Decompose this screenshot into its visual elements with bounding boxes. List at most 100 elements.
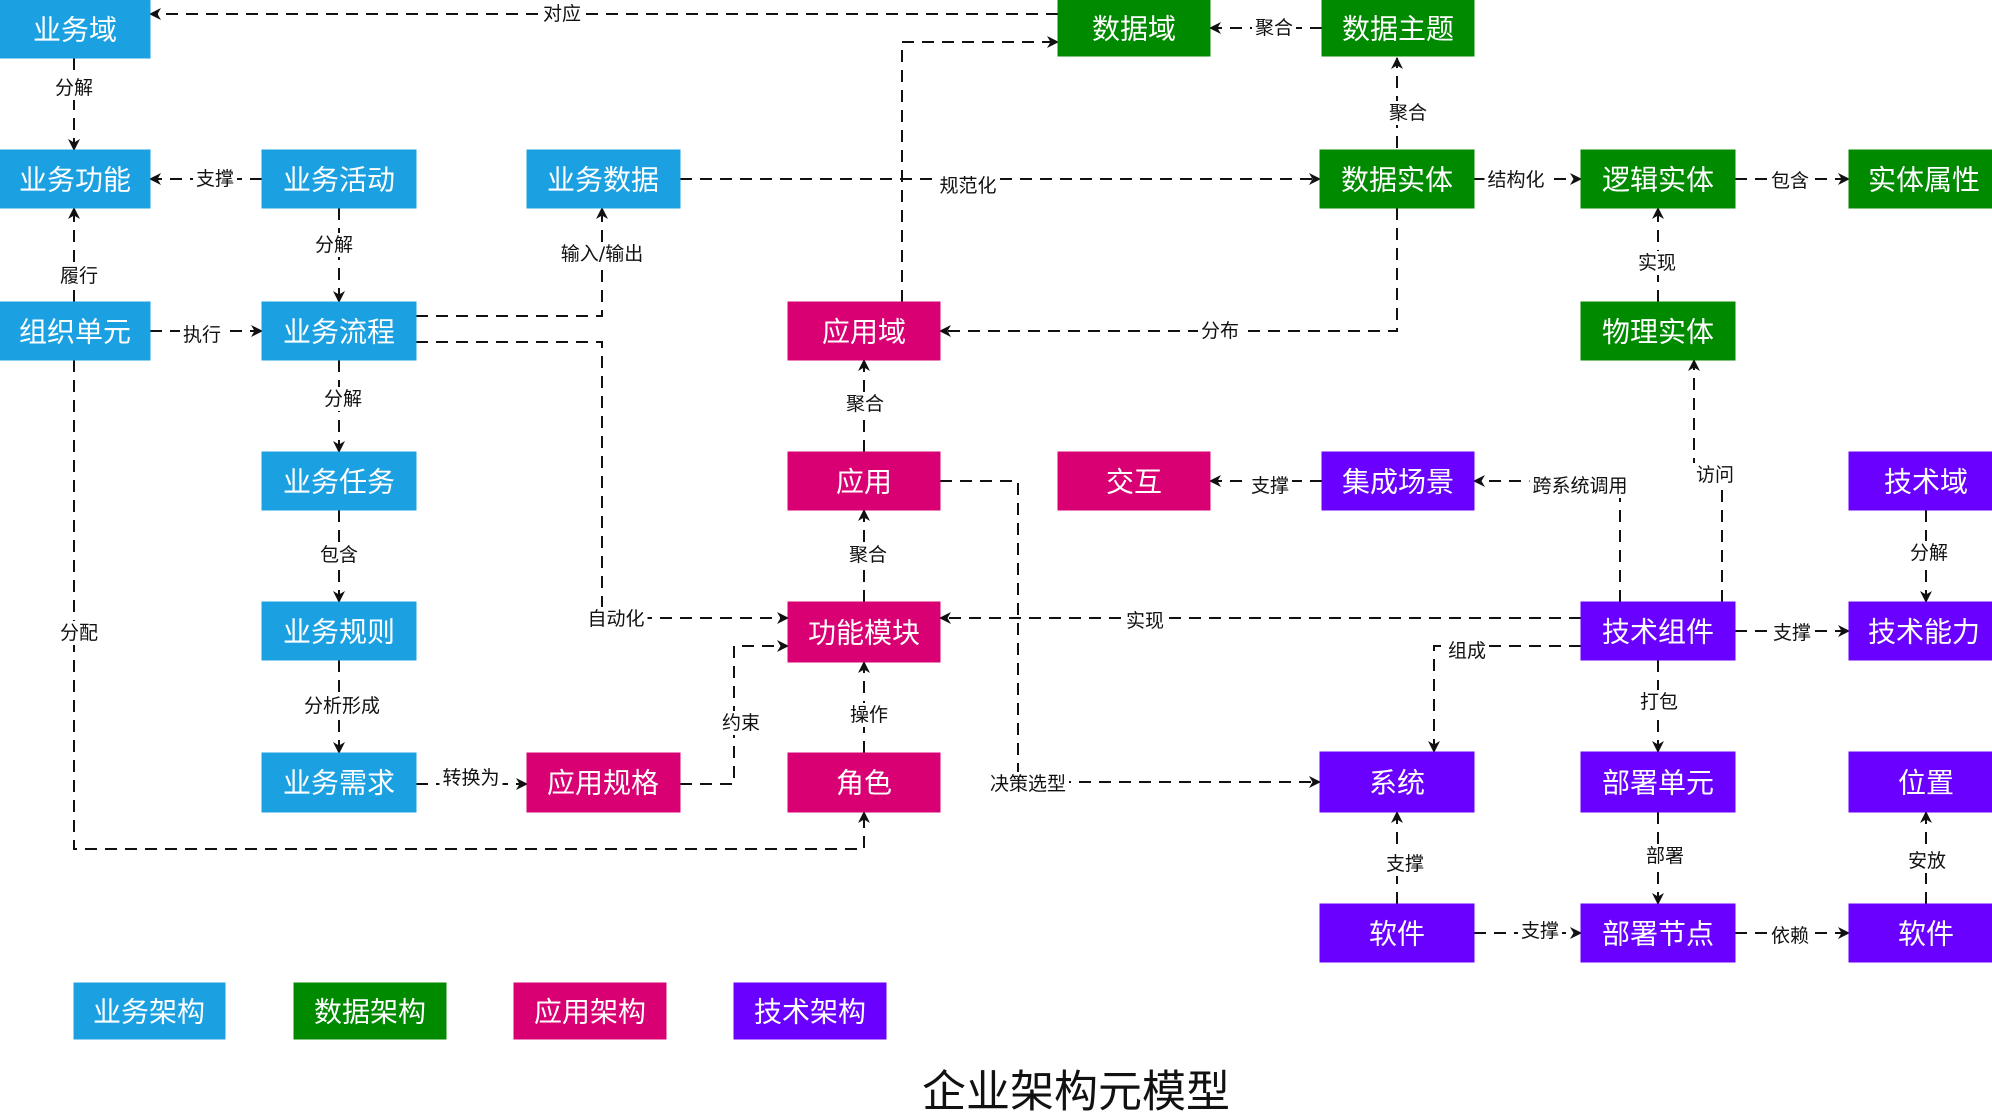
edge-label-support-interaction: 支撑 — [1251, 475, 1289, 497]
edge-compose — [1428, 645, 1581, 753]
node-logical-entity[interactable]: 逻辑实体 — [1580, 149, 1736, 209]
node-software-b[interactable]: 软件 — [1848, 903, 1992, 963]
legend-label: 数据架构 — [314, 996, 426, 1029]
edge-label-backdrop — [1484, 168, 1548, 192]
node-biz-task[interactable]: 业务任务 — [261, 451, 417, 511]
legend-swatch — [73, 982, 226, 1040]
node-box — [261, 149, 417, 209]
edge-distribute — [939, 208, 1398, 337]
edge-label-backdrop — [1197, 319, 1243, 343]
edge-allocate — [73, 360, 870, 850]
node-app-spec[interactable]: 应用规格 — [526, 752, 681, 813]
node-biz-data[interactable]: 业务数据 — [526, 149, 681, 209]
edge-label-backdrop — [539, 2, 585, 26]
legend-label: 业务架构 — [93, 996, 205, 1029]
edge-label-backdrop — [986, 772, 1070, 796]
node-biz-requirement[interactable]: 业务需求 — [261, 752, 417, 813]
node-app-domain[interactable]: 应用域 — [787, 301, 941, 361]
edge-label-convert: 转换为 — [442, 767, 499, 789]
edge-label-support-system: 支撑 — [1386, 853, 1424, 875]
node-application[interactable]: 应用 — [787, 451, 941, 511]
node-tech-domain[interactable]: 技术域 — [1848, 451, 1992, 511]
node-role[interactable]: 角色 — [787, 752, 941, 813]
edge-label-decompose-activity: 分解 — [315, 234, 353, 256]
edge-label-contain-rule: 包含 — [320, 544, 358, 566]
node-box — [1321, 451, 1475, 511]
edge-label-backdrop — [1122, 609, 1168, 633]
node-biz-activity[interactable]: 业务活动 — [261, 149, 417, 209]
node-data-entity[interactable]: 数据实体 — [1319, 149, 1475, 209]
edge-label-backdrop — [1767, 924, 1813, 948]
edge-label-normalize: 规范化 — [939, 175, 996, 197]
edge-label-support-node: 支撑 — [1521, 920, 1559, 942]
node-label: 业务需求 — [283, 767, 395, 800]
edge-label-correspond: 对应 — [543, 3, 581, 25]
node-label: 交互 — [1106, 466, 1162, 499]
edge-label-deploy: 部署 — [1646, 845, 1684, 867]
node-label: 技术域 — [1884, 466, 1968, 499]
node-interaction[interactable]: 交互 — [1057, 451, 1211, 511]
edge-label-install: 安放 — [1908, 850, 1946, 872]
node-physical-entity[interactable]: 物理实体 — [1580, 301, 1736, 361]
edge-label-backdrop — [439, 766, 503, 790]
node-label: 组织单元 — [19, 316, 131, 349]
edge-label-backdrop — [936, 174, 1000, 198]
node-box — [1319, 903, 1475, 963]
edge-label-aggregate-app: 聚合 — [846, 393, 884, 415]
edge-label-backdrop — [718, 711, 764, 735]
node-box — [0, 149, 151, 209]
legend-item-data: 数据架构 — [293, 982, 447, 1040]
node-box — [787, 301, 941, 361]
node-org-unit[interactable]: 组织单元 — [0, 301, 151, 361]
node-integration[interactable]: 集成场景 — [1321, 451, 1475, 511]
edge-label-backdrop — [192, 167, 238, 191]
node-box — [1848, 451, 1992, 511]
edge-label-distribute: 分布 — [1201, 320, 1239, 342]
node-tech-capability[interactable]: 技术能力 — [1848, 601, 1992, 661]
node-box — [1848, 903, 1992, 963]
edge-label-backdrop — [1642, 844, 1688, 868]
node-label: 业务任务 — [283, 466, 395, 499]
edge-label-analyze: 分析形成 — [304, 695, 380, 717]
edge-access — [1688, 359, 1723, 602]
node-data-domain[interactable]: 数据域 — [1057, 0, 1211, 57]
legend: 业务架构 数据架构 应用架构 技术架构 — [73, 982, 887, 1040]
node-label: 角色 — [836, 767, 892, 800]
node-label: 部署单元 — [1602, 767, 1714, 800]
edge-label-backdrop — [584, 607, 648, 631]
edge-label-backdrop — [1904, 849, 1950, 873]
node-label: 系统 — [1369, 767, 1425, 800]
node-biz-function[interactable]: 业务功能 — [0, 149, 151, 209]
node-label: 功能模块 — [808, 617, 920, 650]
node-box — [261, 601, 417, 661]
node-entity-attribute[interactable]: 实体属性 — [1848, 149, 1992, 209]
node-function-module[interactable]: 功能模块 — [787, 601, 941, 663]
node-biz-process[interactable]: 业务流程 — [261, 301, 417, 361]
node-label: 业务流程 — [283, 316, 395, 349]
node-location[interactable]: 位置 — [1848, 751, 1992, 813]
edge-label-backdrop — [1382, 852, 1428, 876]
edge-label-depend: 依赖 — [1771, 925, 1809, 947]
node-software-a[interactable]: 软件 — [1319, 903, 1475, 963]
node-data-subject[interactable]: 数据主题 — [1321, 0, 1475, 57]
node-tech-component[interactable]: 技术组件 — [1580, 601, 1736, 661]
legend-swatch — [513, 982, 667, 1040]
node-deploy-node[interactable]: 部署节点 — [1580, 903, 1736, 963]
node-system[interactable]: 系统 — [1319, 751, 1475, 813]
legend-item-business: 业务架构 — [73, 982, 226, 1040]
node-box — [787, 752, 941, 813]
edge-label-compose: 组成 — [1448, 640, 1486, 662]
node-deploy-unit[interactable]: 部署单元 — [1580, 751, 1736, 813]
edge-label-execute: 执行 — [183, 324, 221, 346]
node-label: 逻辑实体 — [1602, 164, 1714, 197]
node-box — [1580, 149, 1736, 209]
node-biz-domain[interactable]: 业务域 — [0, 0, 151, 59]
node-box — [1580, 601, 1736, 661]
node-label: 集成场景 — [1342, 466, 1454, 499]
edge-label-aggregate-subject: 聚合 — [1255, 17, 1293, 39]
edge-label-backdrop — [846, 703, 892, 727]
edge-label-automate: 自动化 — [587, 608, 644, 630]
node-label: 实体属性 — [1868, 164, 1980, 197]
node-biz-rule[interactable]: 业务规则 — [261, 601, 417, 661]
